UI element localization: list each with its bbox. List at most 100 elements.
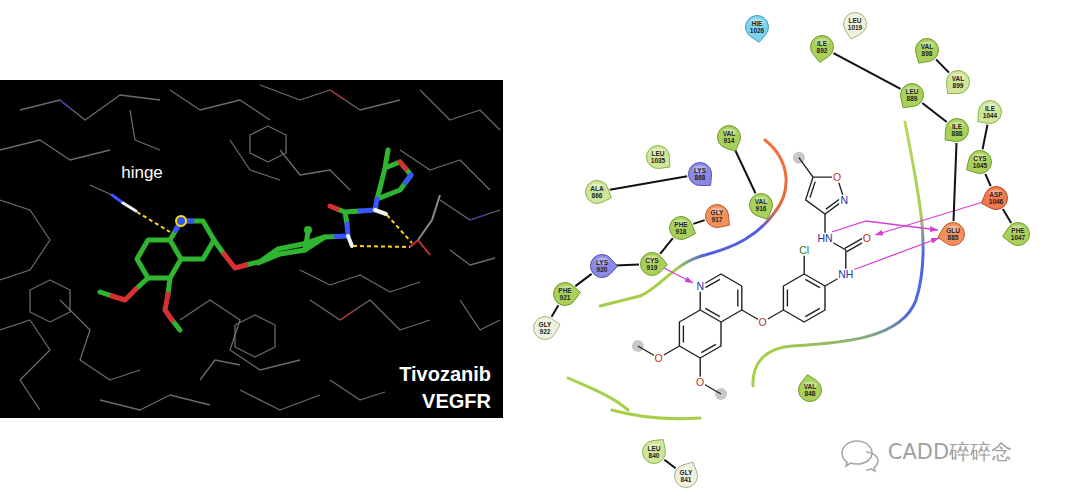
- wire: [310, 300, 430, 330]
- chlorine-atom: [304, 226, 312, 234]
- residue-text: PHE 921: [554, 287, 576, 301]
- hbond-arrows: [664, 202, 983, 283]
- icon-bubble: [842, 441, 872, 466]
- wire: [20, 95, 160, 120]
- watermark: CADD碎碎念: [888, 442, 1012, 463]
- backbone-link: [936, 59, 949, 72]
- wire: [440, 200, 500, 220]
- wire: [0, 140, 110, 160]
- oxygen-stick: [330, 162, 406, 209]
- residue-text: GLY 917: [706, 209, 728, 223]
- residue-outline: [718, 126, 741, 152]
- residue-text: LEU 889: [901, 88, 923, 102]
- drug-name: Tivozanib: [397, 363, 493, 385]
- backbone-link: [1003, 209, 1011, 223]
- residue-text: VAL 848: [799, 383, 821, 397]
- residue-bubble: ILE 892: [806, 31, 838, 63]
- atom-label: N: [840, 195, 850, 206]
- hbond-dashes: [137, 212, 412, 247]
- residue-bubble: HIE 1026: [741, 11, 773, 43]
- residue-outline: [945, 119, 968, 142]
- wire: [180, 300, 300, 370]
- wire: [300, 270, 420, 292]
- residue-text: GLU 885: [942, 227, 964, 241]
- hbond-dash: [137, 212, 170, 232]
- wire: [200, 360, 240, 380]
- double-bonds: [683, 279, 737, 352]
- residue-outline: [811, 35, 834, 62]
- hbond-arrow: [875, 202, 983, 235]
- hbond-arrow: [832, 221, 938, 232]
- quinoline-sticks: [137, 221, 214, 278]
- wire: [170, 90, 270, 120]
- residue-text: ILE 1044: [979, 105, 1001, 119]
- pocket-outline: [568, 122, 923, 419]
- residue-text: PHE 1047: [1007, 227, 1029, 241]
- residue-label: GLY 917: [706, 209, 728, 223]
- residue-outline: [981, 186, 1007, 209]
- residue-outline: [901, 84, 924, 108]
- residue-label: VAL 916: [750, 198, 772, 212]
- wire: [280, 150, 350, 190]
- residue-text: LEU 1035: [647, 150, 669, 164]
- backbone-link: [922, 103, 946, 122]
- residue-text: LYS 920: [591, 259, 613, 273]
- residue-bubble: LYS 920: [586, 250, 618, 282]
- wire: [90, 185, 112, 195]
- hbond-dash: [353, 246, 410, 247]
- residue-bubble: PHE 918: [665, 212, 697, 244]
- residue-bubble: CYS 919: [636, 248, 668, 280]
- residue-bubble: LEU 889: [896, 79, 928, 111]
- residue-bubble: VAL 914: [713, 121, 745, 153]
- wire: [450, 250, 495, 265]
- wire: [60, 300, 140, 380]
- phenyl-sticks: [258, 237, 325, 263]
- wire: [130, 110, 160, 150]
- residue-outline: [915, 39, 938, 64]
- wire: [100, 395, 210, 410]
- residue-outline: [591, 255, 618, 278]
- phenyl-ring: [783, 274, 825, 322]
- residue-label: VAL 914: [718, 130, 740, 144]
- atom-label: O: [654, 353, 664, 364]
- residue-text: LEU 840: [643, 445, 665, 459]
- residue-text: ILE 888: [946, 123, 968, 137]
- benzo-ring: [679, 310, 721, 358]
- residue-text: VAL 914: [718, 130, 740, 144]
- residue-label: ILE 892: [811, 40, 833, 54]
- wechat-icon: [842, 441, 878, 471]
- solvent-exposure: [632, 152, 805, 400]
- hinge-nitrogen: [112, 195, 123, 203]
- residue-outline: [534, 316, 561, 339]
- residue-bubble: VAL 898: [911, 34, 943, 66]
- urea-isoxazole-sticks: [325, 150, 411, 237]
- ligand-3d: [100, 150, 411, 330]
- residue-label: ALA 866: [586, 185, 608, 199]
- hydrogen-stick: [348, 210, 386, 246]
- residue-bubble: VAL 848: [794, 374, 826, 406]
- residue-label: VAL 848: [799, 383, 821, 397]
- atom-label: HN: [816, 233, 833, 244]
- wire: [400, 150, 490, 190]
- residue-text: VAL 898: [916, 43, 938, 57]
- pocket-curve: [568, 378, 628, 410]
- backbone-link: [985, 174, 990, 186]
- residue-bubble: LEU 1035: [642, 141, 674, 173]
- residue-text: CYS 1045: [969, 155, 991, 169]
- backbone-link: [954, 143, 957, 221]
- backbone-link: [833, 53, 900, 89]
- residue-outline: [586, 181, 612, 204]
- residue-outline: [978, 101, 1002, 124]
- atom-label: O: [758, 317, 768, 328]
- wire: [240, 390, 320, 410]
- residue-label: CYS 1045: [969, 155, 991, 169]
- wire-n: [470, 215, 485, 220]
- atom-label: O: [695, 377, 705, 388]
- pyridine-ring: [700, 274, 742, 322]
- pocket-curve: [600, 140, 786, 306]
- residue-bubble: GLY 917: [701, 200, 733, 232]
- backbone-link: [610, 176, 687, 190]
